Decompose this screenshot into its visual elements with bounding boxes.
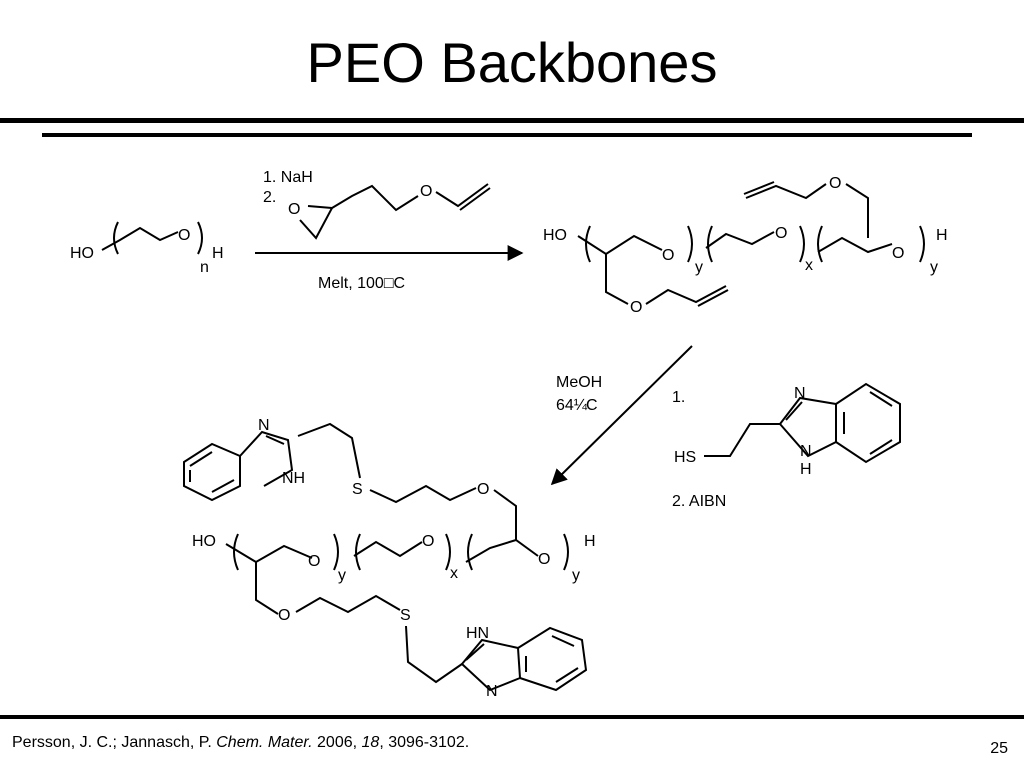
- atom-label: HO: [543, 227, 567, 244]
- reaction2-temperature-unit: C: [586, 397, 598, 414]
- reagent-step2: 2.: [263, 189, 276, 206]
- citation-pages: , 3096-3102.: [379, 734, 470, 751]
- atom-label: O: [892, 245, 904, 262]
- atom-label: O: [308, 553, 320, 570]
- reaction1-conditions: Melt, 100□C: [318, 275, 405, 292]
- repeat-subscript: y: [338, 567, 346, 584]
- atom-label: HO: [70, 245, 94, 262]
- atom-label: HO: [192, 533, 216, 550]
- atom-label: NH: [282, 470, 305, 487]
- reagent-step1: 1. NaH: [263, 169, 313, 186]
- allyl-peo-product: HO O O y O x O O H y: [543, 175, 948, 316]
- atom-label: N: [800, 443, 812, 460]
- atom-label: O: [288, 201, 300, 218]
- repeat-subscript: y: [930, 259, 938, 276]
- atom-label: HS: [674, 449, 696, 466]
- repeat-subscript: x: [450, 565, 458, 582]
- atom-label: N: [794, 385, 806, 402]
- reaction2-conditions: MeOH 64¼ C 1. 2. AIBN: [556, 374, 726, 510]
- atom-label: HN: [466, 625, 489, 642]
- atom-label: N: [258, 417, 270, 434]
- atom-label: O: [422, 533, 434, 550]
- atom-label: H: [936, 227, 948, 244]
- atom-label: O: [420, 183, 432, 200]
- page-number: 25: [990, 740, 1008, 757]
- reaction1-reagents: 1. NaH 2. O O: [263, 169, 491, 240]
- thiol-reagent: HS N N H: [674, 382, 901, 478]
- citation-volume: 18: [361, 734, 380, 751]
- atom-label: O: [538, 551, 550, 568]
- repeat-subscript: n: [200, 259, 209, 276]
- repeat-subscript: y: [572, 567, 580, 584]
- reaction2-step1: 1.: [672, 389, 685, 406]
- atom-label: S: [400, 607, 411, 624]
- citation-year: 2006,: [312, 734, 362, 751]
- atom-label: O: [178, 227, 190, 244]
- atom-label: H: [212, 245, 224, 262]
- footer-divider: [0, 715, 1024, 719]
- reaction-arrow-2: [550, 345, 693, 486]
- citation: Persson, J. C.; Jannasch, P. Chem. Mater…: [12, 734, 469, 752]
- reaction2-step2: 2. AIBN: [672, 493, 726, 510]
- title-divider-thick: [0, 118, 1024, 123]
- repeat-subscript: x: [805, 257, 813, 274]
- peo-starting-material: HO O H n: [70, 221, 224, 276]
- atom-label: O: [278, 607, 290, 624]
- atom-label: O: [829, 175, 841, 192]
- benzimidazole-peo-product: N NH S O HO O O y O x O H y S HN N: [183, 417, 596, 700]
- reaction2-solvent: MeOH: [556, 374, 602, 391]
- citation-authors: Persson, J. C.; Jannasch, P.: [12, 734, 217, 751]
- reaction2-temperature: 64¼: [556, 397, 588, 414]
- atom-label: O: [662, 247, 674, 264]
- atom-label: H: [800, 461, 812, 478]
- repeat-subscript: y: [695, 259, 703, 276]
- atom-label: H: [584, 533, 596, 550]
- atom-label: O: [775, 225, 787, 242]
- atom-label: O: [477, 481, 489, 498]
- atom-label: O: [630, 299, 642, 316]
- title-divider-thin: [42, 133, 972, 137]
- atom-label: S: [352, 481, 363, 498]
- atom-label: N: [486, 683, 498, 700]
- citation-journal: Chem. Mater.: [216, 734, 313, 751]
- slide-title: PEO Backbones: [306, 31, 718, 94]
